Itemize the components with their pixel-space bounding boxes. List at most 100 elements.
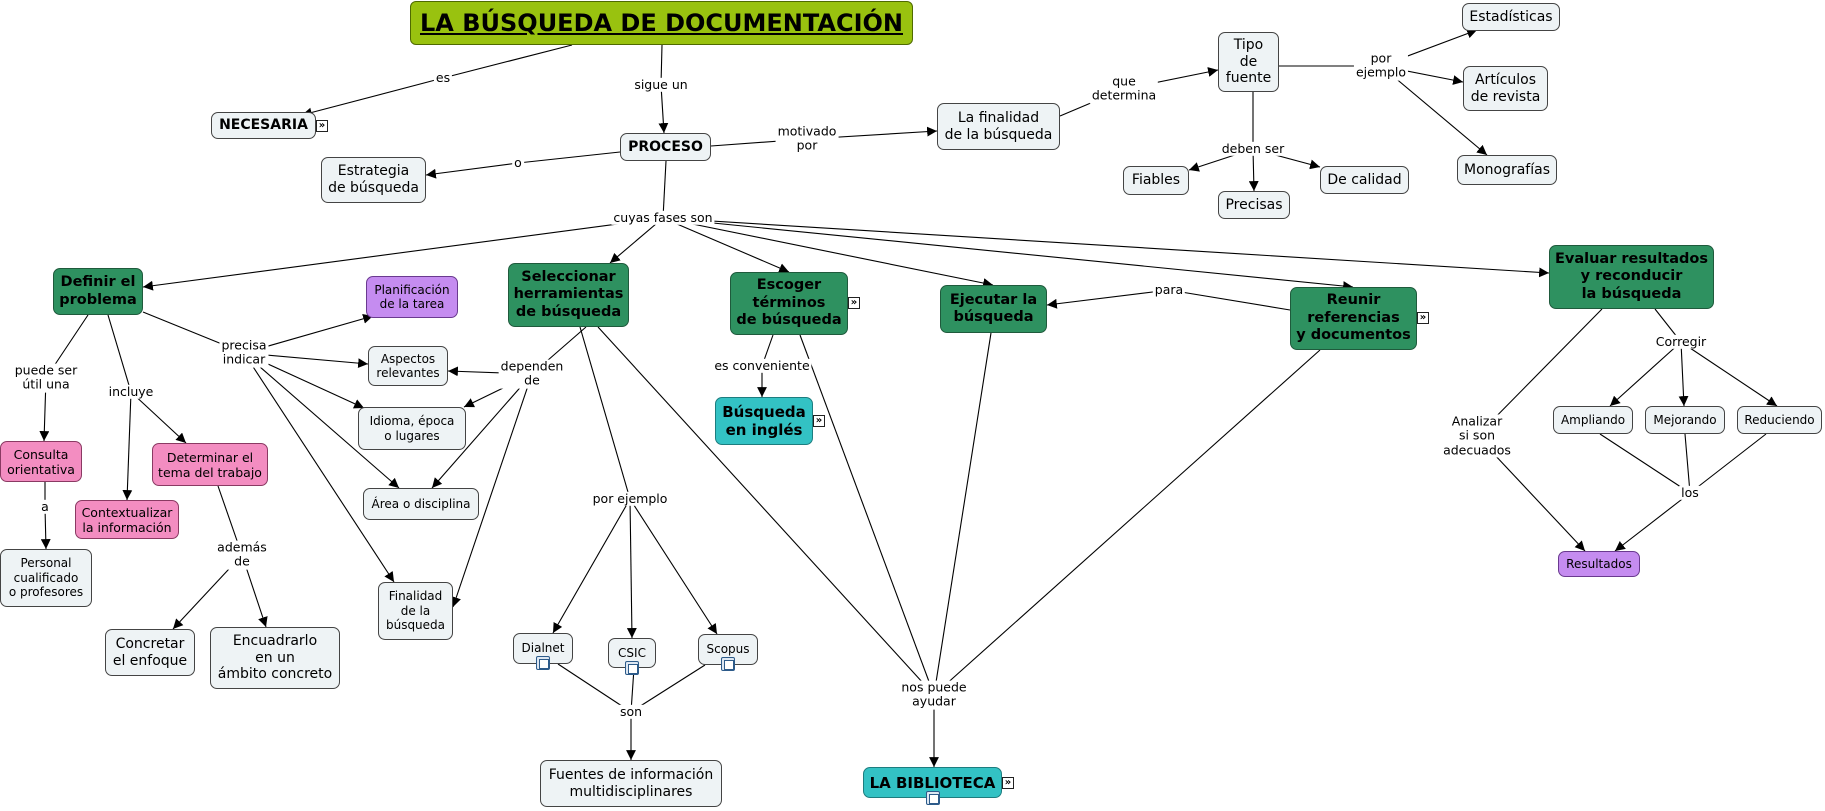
link-los: los bbox=[1679, 484, 1701, 501]
connector-line bbox=[579, 326, 631, 500]
node-estadisticas[interactable]: Estadísticas bbox=[1462, 3, 1560, 31]
connector-line bbox=[609, 217, 664, 264]
connector-line bbox=[107, 314, 132, 393]
node-aspectos[interactable]: Aspectos relevantes bbox=[368, 346, 448, 386]
link-puede-ser-util-una: puede ser útil una bbox=[12, 362, 80, 393]
connector-line bbox=[1168, 289, 1291, 311]
connector-line bbox=[1684, 433, 1691, 494]
node-definir-problema[interactable]: Definir el problema bbox=[53, 268, 143, 315]
link-es-conveniente: es conveniente bbox=[712, 357, 812, 374]
link-motivado-por: motivado por bbox=[775, 123, 839, 154]
document-resource-icon[interactable] bbox=[926, 791, 940, 805]
connector-line bbox=[517, 151, 621, 164]
node-ampliando[interactable]: Ampliando bbox=[1553, 406, 1633, 434]
connector-line bbox=[1689, 433, 1767, 494]
link-corregir: Corregir bbox=[1653, 333, 1709, 350]
node-necesaria[interactable]: NECESARIA bbox=[211, 112, 316, 139]
connector-line bbox=[425, 162, 519, 179]
connector-line bbox=[301, 77, 444, 118]
node-escoger-terminos[interactable]: Escoger términos de búsqueda bbox=[730, 272, 848, 335]
node-contextualizar[interactable]: Contextualizar la información bbox=[75, 500, 179, 539]
connector-line bbox=[658, 84, 669, 134]
node-planificacion[interactable]: Planificación de la tarea bbox=[366, 276, 458, 318]
node-fuentes[interactable]: Fuentes de información multidisciplinare… bbox=[540, 760, 722, 807]
connector-line bbox=[243, 352, 400, 489]
node-determinar[interactable]: Determinar el tema del trabajo bbox=[152, 443, 268, 486]
node-fiables[interactable]: Fiables bbox=[1123, 166, 1189, 195]
link-por-ejemplo-1: por ejemplo bbox=[1353, 50, 1409, 81]
link-analizar: Analizar si son adecuados bbox=[1441, 413, 1513, 458]
connector-line bbox=[1380, 65, 1488, 156]
document-resource-icon[interactable] bbox=[625, 661, 639, 675]
node-ejecutar-busqueda[interactable]: Ejecutar la búsqueda bbox=[940, 285, 1047, 333]
link-deben-ser: deben ser bbox=[1219, 140, 1287, 157]
link-que-determina: que determina bbox=[1089, 73, 1159, 104]
expand-arrows-icon[interactable]: » bbox=[316, 120, 328, 132]
connector-line bbox=[662, 217, 994, 288]
node-evaluar-resultados[interactable]: Evaluar resultados y reconducir la búsqu… bbox=[1549, 245, 1714, 309]
expand-arrows-icon[interactable]: » bbox=[813, 415, 825, 427]
connector-line bbox=[557, 663, 632, 713]
connector-line bbox=[597, 326, 935, 696]
link-dependen-de: dependen de bbox=[498, 358, 566, 389]
node-resultados[interactable]: Resultados bbox=[1558, 551, 1640, 577]
link-son: son bbox=[617, 703, 645, 720]
connector-line bbox=[122, 391, 133, 501]
link-nos-puede-ayudar: nos puede ayudar bbox=[899, 679, 969, 710]
link-a: a bbox=[39, 498, 51, 515]
connector-line bbox=[243, 352, 395, 583]
link-para: para bbox=[1152, 281, 1186, 298]
connector-line bbox=[1614, 492, 1691, 552]
link-ademas-de: además de bbox=[215, 539, 269, 570]
connector-line bbox=[451, 373, 533, 608]
node-concretar[interactable]: Concretar el enfoque bbox=[105, 629, 195, 676]
node-mejorando[interactable]: Mejorando bbox=[1645, 406, 1725, 434]
connector-line bbox=[431, 373, 533, 489]
node-de-calidad[interactable]: De calidad bbox=[1320, 166, 1409, 194]
node-precisas[interactable]: Precisas bbox=[1218, 191, 1290, 219]
link-cuyas-fases-son: cuyas fases son bbox=[611, 209, 715, 226]
connector-line bbox=[1046, 289, 1170, 309]
node-idioma[interactable]: Idioma, época o lugares bbox=[358, 407, 466, 450]
link-precisa-indicar: precisa indicar bbox=[219, 337, 269, 368]
node-reunir-referencias[interactable]: Reunir referencias y documentos bbox=[1290, 287, 1417, 350]
node-encuadrarlo[interactable]: Encuadrarlo en un ámbito concreto bbox=[210, 627, 340, 689]
node-finalidad-busqueda[interactable]: La finalidad de la búsqueda bbox=[937, 103, 1060, 150]
connector-line bbox=[130, 391, 187, 444]
connector-line bbox=[442, 44, 573, 79]
link-o: o bbox=[512, 154, 524, 171]
link-sigue-un: sigue un bbox=[632, 76, 690, 93]
connector-line bbox=[1599, 433, 1691, 494]
connector-line bbox=[630, 667, 635, 713]
connector-line bbox=[630, 664, 706, 713]
connector-line bbox=[662, 160, 667, 219]
node-area[interactable]: Área o disciplina bbox=[363, 488, 479, 520]
link-por-ejemplo-2: por ejemplo bbox=[590, 490, 670, 507]
expand-arrows-icon[interactable]: » bbox=[1002, 777, 1014, 789]
node-finalidad[interactable]: Finalidad de la búsqueda bbox=[378, 582, 453, 640]
connector-line bbox=[662, 217, 1354, 291]
connector-line bbox=[1609, 341, 1682, 407]
connector-line bbox=[629, 498, 718, 635]
node-articulos[interactable]: Artículos de revista bbox=[1463, 66, 1548, 111]
connector-line bbox=[142, 217, 664, 291]
map-title[interactable]: LA BÚSQUEDA DE DOCUMENTACIÓN bbox=[410, 1, 913, 45]
connector-line bbox=[1678, 341, 1689, 407]
document-resource-icon[interactable] bbox=[536, 656, 550, 670]
node-consulta[interactable]: Consulta orientativa bbox=[0, 441, 82, 482]
connector-line bbox=[933, 332, 992, 696]
node-personal[interactable]: Personal cualificado o profesores bbox=[0, 549, 92, 607]
node-seleccionar-herramientas[interactable]: Seleccionar herramientas de búsqueda bbox=[508, 263, 629, 327]
node-tipo-fuente[interactable]: Tipo de fuente bbox=[1218, 32, 1279, 92]
expand-arrows-icon[interactable]: » bbox=[848, 297, 860, 309]
node-estrategia[interactable]: Estrategia de búsqueda bbox=[321, 157, 426, 203]
connector-line bbox=[552, 498, 631, 634]
node-proceso[interactable]: PROCESO bbox=[620, 133, 711, 161]
connector-line bbox=[626, 498, 637, 639]
node-reduciendo[interactable]: Reduciendo bbox=[1737, 406, 1822, 434]
document-resource-icon[interactable] bbox=[721, 657, 735, 671]
connector-line bbox=[1680, 341, 1778, 407]
expand-arrows-icon[interactable]: » bbox=[1417, 312, 1429, 324]
node-monografias[interactable]: Monografías bbox=[1457, 155, 1557, 185]
node-busqueda-ingles[interactable]: Búsqueda en inglés bbox=[715, 397, 813, 445]
